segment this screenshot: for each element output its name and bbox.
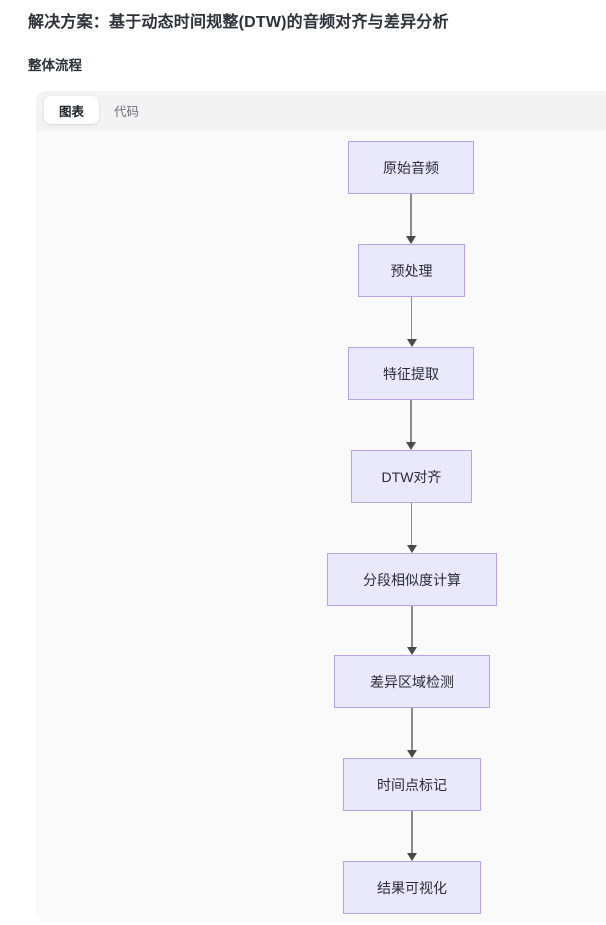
flow-arrow-icon [407, 853, 417, 861]
section-title: 整体流程 [28, 58, 82, 73]
tab-chart[interactable]: 图表 [44, 96, 100, 124]
flow-node[interactable]: 时间点标记 [343, 758, 481, 811]
flow-node[interactable]: 结果可视化 [343, 861, 481, 914]
diagram-panel: 图表 代码 原始音频预处理特征提取 DTW对齐分段相似度计算差异区域检测时间点标记… [36, 91, 606, 922]
flow-connector [410, 297, 413, 340]
flow-node[interactable]: 原始音频 [348, 141, 474, 194]
flow-arrow-icon [406, 442, 416, 450]
flow-node-label: 原始音频 [383, 159, 439, 176]
flow-node-label: 特征提取 [383, 365, 439, 382]
flow-node[interactable]: DTW对齐 [351, 450, 472, 503]
flow-node-label: 分段相似度计算 [363, 571, 461, 588]
flow-connector [410, 194, 412, 237]
flow-node-label: 结果可视化 [377, 879, 447, 896]
tab-group: 图表 代码 [44, 96, 154, 124]
flow-node-label: DTW对齐 [381, 468, 442, 485]
flowchart: 原始音频预处理特征提取 DTW对齐分段相似度计算差异区域检测时间点标记结果可视化 [36, 131, 606, 922]
flow-arrow-icon [407, 750, 417, 758]
flow-connector [410, 400, 412, 443]
flow-node-label: 差异区域检测 [370, 673, 454, 690]
flow-node[interactable]: 预处理 [358, 244, 465, 297]
tab-code[interactable]: 代码 [114, 104, 140, 119]
flow-connector [410, 503, 413, 546]
tab-bar: 图表 代码 [36, 91, 606, 131]
flow-connector [411, 606, 413, 648]
flow-node[interactable]: 差异区域检测 [334, 655, 490, 708]
flow-arrow-icon [406, 545, 417, 553]
flow-node[interactable]: 分段相似度计算 [327, 553, 497, 606]
diagram-canvas: 原始音频预处理特征提取 DTW对齐分段相似度计算差异区域检测时间点标记结果可视化 [36, 131, 606, 922]
page-title: 解决方案：基于动态时间规整(DTW)的音频对齐与差异分析 [28, 14, 449, 31]
flow-arrow-icon [406, 236, 416, 244]
flow-node-label: 预处理 [390, 262, 433, 279]
flow-node[interactable]: 特征提取 [348, 347, 474, 400]
flow-node-label: 时间点标记 [377, 776, 447, 793]
flow-connector [411, 708, 413, 751]
flow-arrow-icon [407, 647, 417, 655]
flow-connector [411, 811, 413, 854]
flow-arrow-icon [406, 339, 417, 347]
